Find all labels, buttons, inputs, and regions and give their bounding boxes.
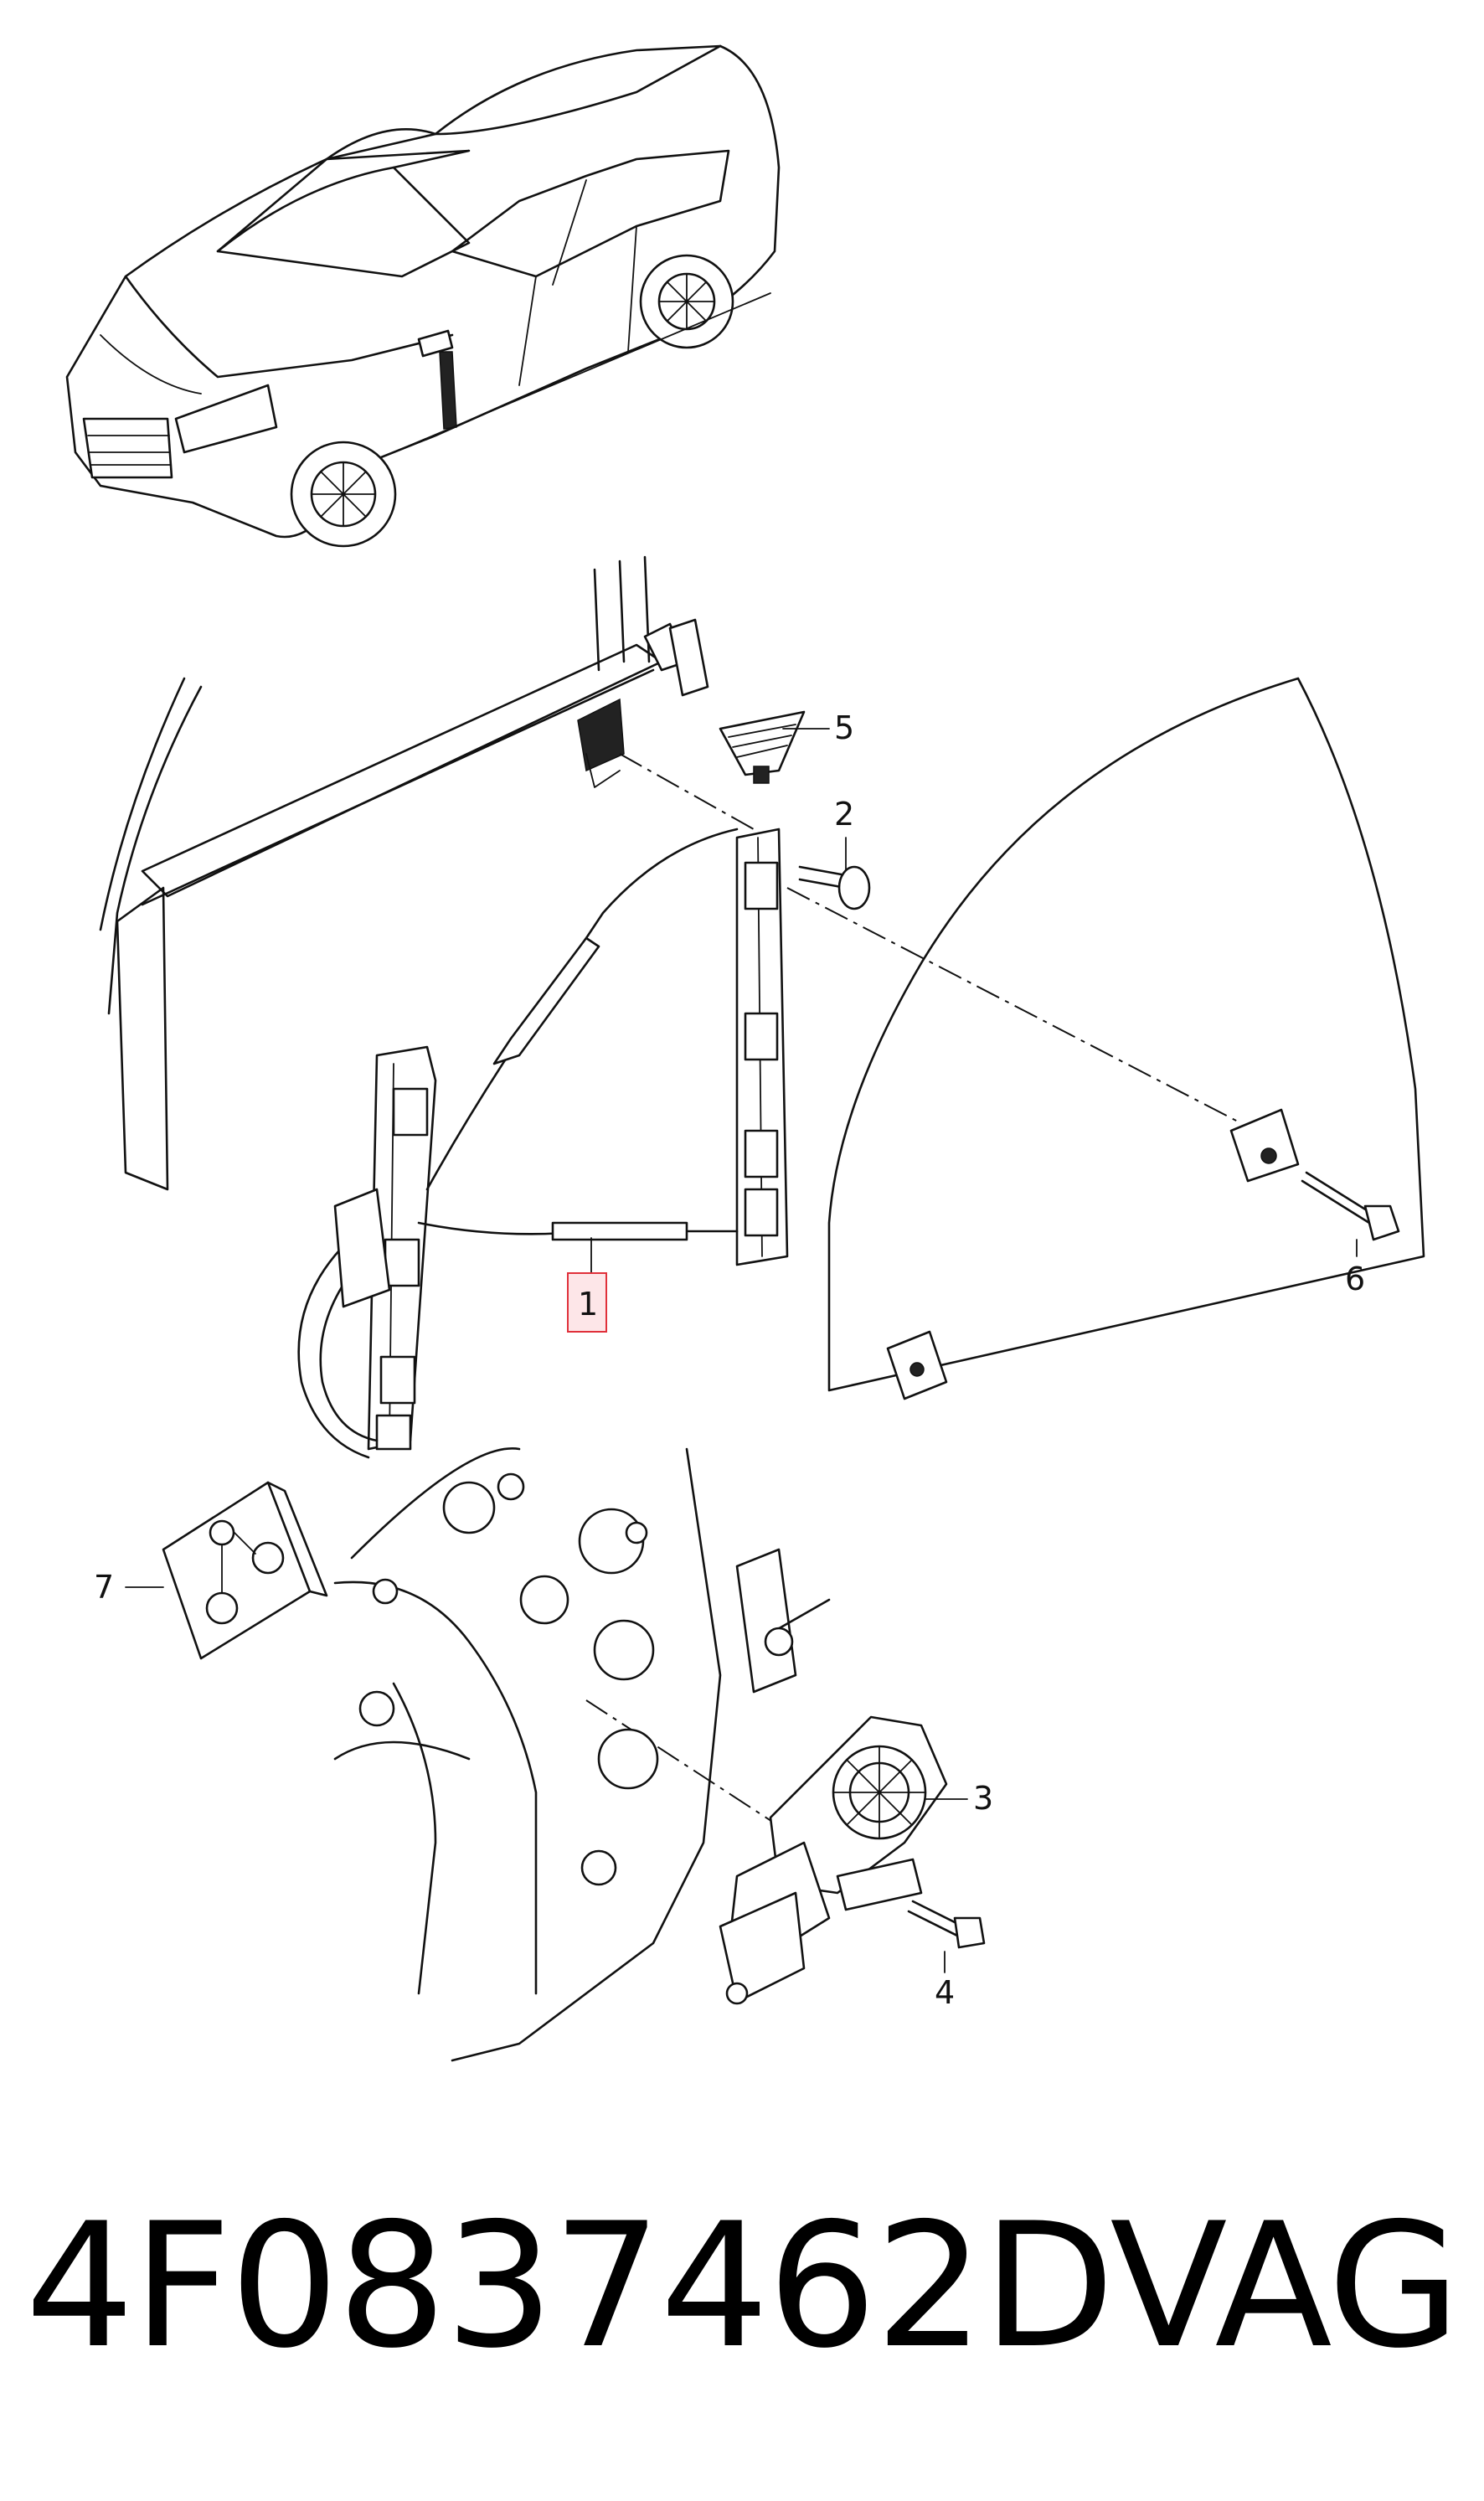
callout-6-label: 6 [1345,1261,1365,1297]
callout-5-label: 5 [834,709,854,746]
bolt-part-4 [907,1900,986,1949]
seal-part [162,1481,328,1660]
window-regulator [297,828,789,1459]
brand-name: VAG [1110,2187,1461,2386]
callout-1-label: 1 [578,1286,598,1323]
door-inner-panel [333,1447,831,2062]
callout-4-label: 4 [935,1974,955,2011]
clip-part [719,710,806,784]
callout-3-label: 3 [973,1780,993,1817]
door-frame [99,555,709,1191]
footer: 4F0837462D VAG [25,2187,1461,2386]
callout-1-highlight [567,1272,607,1333]
bolt-part-6 [1301,1171,1400,1241]
callout-2-label: 2 [834,796,854,833]
part-number: 4F0837462D [25,2187,1115,2386]
assembly-lines [585,753,1240,1827]
car-illustration [65,44,781,548]
bolt-part-2 [798,865,871,910]
callouts: 1 5 2 6 7 3 4 [94,709,1365,2011]
window-glass [827,677,1425,1400]
window-motor [719,1715,948,2005]
callout-7-label: 7 [94,1569,114,1606]
